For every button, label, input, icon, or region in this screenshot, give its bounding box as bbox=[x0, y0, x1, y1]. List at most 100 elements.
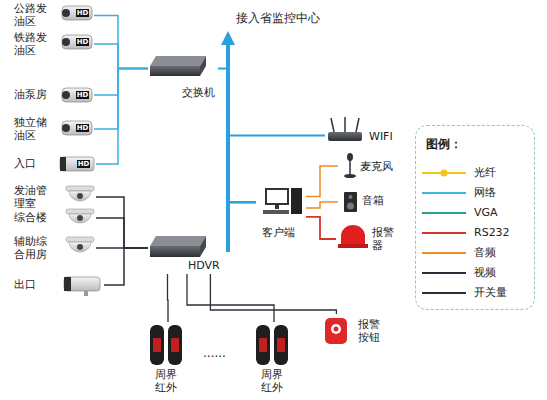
legend-swatch bbox=[422, 228, 466, 238]
node-label: WIFI bbox=[369, 130, 393, 143]
hd-camera bbox=[60, 6, 94, 171]
connector bbox=[306, 217, 336, 239]
node-label: 麦克风 bbox=[360, 160, 393, 173]
connector bbox=[167, 274, 169, 322]
connector bbox=[94, 68, 148, 95]
node-label: 综合楼 bbox=[14, 211, 49, 224]
node-label: 周界红外 bbox=[155, 368, 179, 394]
node-label: 发油管理室 bbox=[14, 184, 49, 210]
legend-row: 光纤 bbox=[422, 166, 530, 180]
legend-row: RS232 bbox=[422, 226, 530, 240]
hdvr-device bbox=[150, 236, 206, 257]
connector bbox=[96, 68, 148, 164]
node-box: 周界红外 bbox=[252, 322, 296, 398]
node-label: 报警器 bbox=[372, 226, 396, 252]
legend-swatch bbox=[422, 188, 466, 198]
alarm-button bbox=[325, 318, 347, 344]
node-box: 音箱 bbox=[338, 188, 400, 216]
node-label: 油泵房 bbox=[14, 88, 49, 101]
node-label: 辅助综合用房 bbox=[14, 235, 49, 261]
bullet-camera bbox=[64, 277, 100, 296]
legend-text: 音频 bbox=[474, 246, 496, 260]
node-box: 麦克风 bbox=[338, 152, 400, 180]
node-label: HDVR bbox=[188, 259, 220, 272]
legend-text: 视频 bbox=[474, 266, 496, 280]
legend-line bbox=[422, 252, 466, 254]
fiber-symbol bbox=[441, 170, 448, 177]
node-label: 客户端 bbox=[262, 226, 295, 239]
camera-badge: HD bbox=[76, 9, 89, 17]
dome-camera bbox=[66, 186, 94, 252]
connector bbox=[210, 274, 336, 314]
connector bbox=[96, 197, 148, 248]
speaker bbox=[344, 192, 357, 212]
node-label: 交换机 bbox=[182, 86, 215, 99]
computer bbox=[263, 188, 302, 214]
connector bbox=[94, 44, 148, 68]
node-label: 入口 bbox=[14, 157, 49, 170]
node-box: HDVR bbox=[148, 234, 226, 274]
legend-swatch bbox=[422, 288, 466, 298]
node-label: 出口 bbox=[14, 278, 49, 291]
node-box: 客户端 bbox=[256, 182, 306, 240]
legend-line bbox=[422, 292, 466, 294]
switch-device bbox=[150, 56, 206, 76]
node-box: 发油管理室 bbox=[10, 183, 96, 211]
node-box: 报警按钮 bbox=[322, 314, 394, 350]
connector bbox=[94, 16, 148, 69]
node-label: 周界红外 bbox=[261, 368, 285, 394]
legend-row: 开关量 bbox=[422, 286, 530, 300]
connector bbox=[187, 274, 274, 322]
legend-line bbox=[422, 212, 466, 214]
legend-text: 网络 bbox=[474, 186, 496, 200]
infrared-sensor bbox=[150, 325, 288, 365]
legend-swatch bbox=[422, 268, 466, 278]
legend-line bbox=[422, 272, 466, 274]
legend-text: RS232 bbox=[474, 226, 510, 240]
legend-title: 图例： bbox=[426, 136, 462, 153]
connector bbox=[306, 166, 338, 197]
camera-badge: HD bbox=[76, 38, 89, 46]
node-box: 辅助综合用房 bbox=[10, 234, 96, 262]
annotation: ...... bbox=[203, 346, 226, 360]
legend-text: VGA bbox=[474, 206, 498, 220]
node-label: 公路发油区 bbox=[14, 2, 49, 28]
legend-line bbox=[422, 232, 466, 234]
node-label: 铁路发油区 bbox=[14, 31, 49, 57]
node-label: 报警按钮 bbox=[358, 318, 382, 344]
legend-row: 音频 bbox=[422, 246, 530, 260]
node-box: 周界红外 bbox=[146, 322, 190, 398]
connector bbox=[94, 68, 148, 129]
legend-line bbox=[422, 192, 466, 194]
connector bbox=[306, 202, 338, 208]
connector bbox=[104, 248, 148, 285]
connector bbox=[226, 202, 256, 246]
legend-row: 视频 bbox=[422, 266, 530, 280]
node-box: 报警器 bbox=[336, 222, 399, 256]
node-box: 综合楼 bbox=[10, 208, 96, 228]
alarm-light bbox=[338, 225, 368, 248]
legend-row: VGA bbox=[422, 206, 530, 220]
legend-swatch bbox=[422, 248, 466, 258]
legend-text: 光纤 bbox=[474, 166, 496, 180]
legend-swatch bbox=[422, 168, 466, 178]
legend-swatch bbox=[422, 208, 466, 218]
legend-row: 网络 bbox=[422, 186, 530, 200]
camera-badge: HD bbox=[76, 91, 89, 99]
node-box: 出口 bbox=[10, 274, 104, 296]
microphone bbox=[344, 153, 356, 178]
connector bbox=[96, 218, 148, 248]
wifi-router bbox=[328, 117, 362, 141]
annotation: 接入省监控中心 bbox=[236, 10, 320, 27]
connector bbox=[228, 136, 325, 203]
node-label: 独立储油区 bbox=[14, 116, 49, 142]
legend-text: 开关量 bbox=[474, 286, 507, 300]
node-label: 音箱 bbox=[362, 194, 384, 207]
camera-badge: HD bbox=[77, 160, 90, 168]
legend-box: 图例： 光纤网络 VGA RS232 音频视频开关量 bbox=[415, 125, 535, 310]
camera-badge: HD bbox=[76, 124, 89, 132]
node-box: WIFI bbox=[325, 116, 405, 144]
